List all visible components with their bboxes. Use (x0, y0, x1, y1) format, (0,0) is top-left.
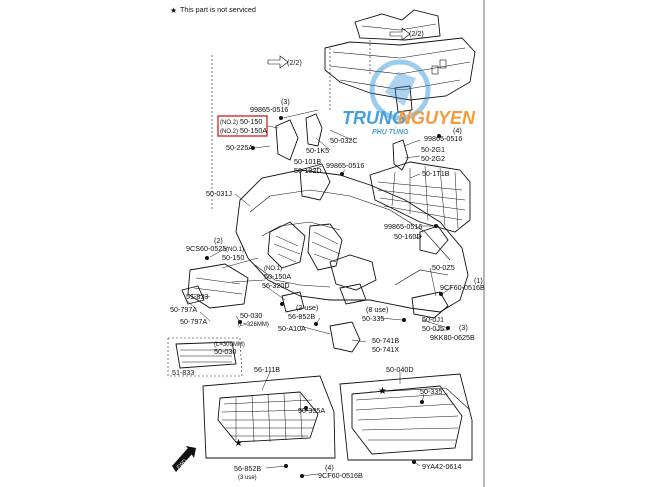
label-1-a: (1) (474, 276, 483, 285)
bracket-1K5 (305, 113, 323, 147)
label-50-1T1B: 50-1T1B (422, 169, 450, 178)
bracket-150 (275, 119, 299, 161)
bumper-fascia (235, 169, 469, 313)
ref-2-2-top: (2/2) (409, 29, 424, 38)
label-56-320D: 56-320D (262, 281, 290, 290)
label-50-040D: 50-040D (386, 365, 414, 374)
fwd-arrow-icon (172, 446, 196, 472)
label-99865-0516-a: 99865-0516 (250, 105, 288, 114)
label-50-0Z5: 50-0Z5 (432, 263, 455, 272)
label-50-335-a: 50-335 (362, 314, 384, 323)
leader-lines (185, 109, 453, 477)
label-50-797A-b: 50-797A (180, 317, 207, 326)
label-3-b: (3) (459, 323, 468, 332)
label-no2-b: (NO.2) (220, 129, 238, 135)
arrow-icon (389, 27, 411, 41)
label-50-225A: 50-225A (226, 143, 253, 152)
label-9CF60-0516B-a: 9CF60-0516B (440, 283, 485, 292)
watermark-sub: PHỤ TÙNG (372, 127, 409, 136)
label-50-0J1: 50-0J1 (422, 315, 444, 324)
highlight-box (217, 115, 268, 137)
label-50-031J: 50-031J (206, 189, 232, 198)
label-50-2G2: 50-2G2 (421, 154, 445, 163)
label-L309: (L=309MM) (214, 342, 245, 348)
undercover-lower-left (202, 375, 336, 459)
grille-upper (369, 161, 471, 233)
label-56-111B: 56-111B (254, 365, 280, 374)
inset-box (167, 337, 243, 377)
label-50-2G1: 50-2G1 (421, 145, 445, 154)
label-no1-a: (NO.1) (226, 247, 244, 253)
label-50-741X: 50-741X (372, 345, 399, 354)
label-2use: (2 use) (296, 303, 318, 312)
label-9YA42-0614: 9YA42-0614 (422, 462, 461, 471)
label-50-150A-boxed: 50-150A (240, 126, 267, 135)
label-50-150-boxed: 50-150 (240, 117, 262, 126)
label-50-797A-a: 50-797A (170, 305, 197, 314)
license-plate-bracket (181, 263, 249, 309)
label-56-852B-b: 56-852B (234, 464, 261, 473)
bracket-101B (299, 163, 331, 201)
label-50-150A: 50-150A (264, 272, 291, 281)
label-L326: (L=326MM) (238, 322, 269, 328)
label-50-A10A: 50-A10A (278, 324, 306, 333)
watermark-brand-b: NGUYEN (398, 108, 476, 128)
bracket-741 (329, 321, 361, 353)
label-50-335-b: 50-335 (420, 387, 442, 396)
label-99865-0516-c: 99865-0516 (326, 161, 364, 170)
label-no1-b: (NO.1) (264, 266, 282, 272)
label-50-101B: 50-101B (294, 157, 321, 166)
watermark-logo: TRUNG NGUYEN PHỤ TÙNG (342, 59, 476, 136)
undercover-lower-right (339, 373, 473, 461)
legend-text: This part is not serviced (180, 5, 256, 14)
label-99865-0516-b: 99865-0516 (424, 134, 462, 143)
label-50-160D: 50-160D (394, 232, 422, 241)
label-3use: (3 use) (238, 475, 257, 481)
label-50-102D: 50-102D (294, 166, 322, 175)
label-8use: (8 use) (366, 305, 388, 314)
part-320D (281, 291, 305, 313)
star-icon: ★ (378, 386, 387, 397)
arrow-icon (267, 55, 289, 69)
label-51-833-a: 51-833 (186, 292, 208, 301)
legend-star-icon: ★ (170, 6, 177, 15)
label-56-852B-a: 56-852B (288, 312, 315, 321)
label-50-030-b: 50-030 (214, 347, 236, 356)
label-9CF60-0516B-b: 9CF60-0516B (318, 471, 363, 480)
label-99865-0516-d: 99865-0516 (384, 222, 422, 231)
label-50-335A: 50-335A (298, 406, 325, 415)
label-3-a: (3) (281, 97, 290, 106)
label-50-0J5: 50-0J5 (422, 324, 444, 333)
fastener-icons (205, 116, 450, 478)
label-2-b: (2) (214, 236, 223, 245)
label-no2-a: (NO.2) (220, 120, 238, 126)
label-50-741B: 50-741B (372, 336, 399, 345)
label-9CS60-0525: 9CS60-0525 (186, 244, 226, 253)
label-4-a: (4) (453, 126, 462, 135)
bracket-2G1 (392, 139, 409, 171)
bracket-160D (419, 225, 449, 255)
bumper-reinforcement (324, 9, 476, 113)
ref-2-2-left: (2/2) (287, 58, 302, 67)
label-51-833-b: 51-833 (172, 368, 194, 377)
label-50-032C: 50-032C (330, 136, 358, 145)
label-4-b: (4) (325, 463, 334, 472)
star-icon: ★ (234, 438, 243, 449)
label-50-150: 50-150 (222, 253, 244, 262)
label-50-030-a: 50-030 (240, 311, 262, 320)
watermark-brand-a: TRUNG (342, 108, 406, 128)
label-9KK80-0625B: 9KK80-0625B (430, 333, 475, 342)
label-50-1K5: 50-1K5 (306, 146, 329, 155)
